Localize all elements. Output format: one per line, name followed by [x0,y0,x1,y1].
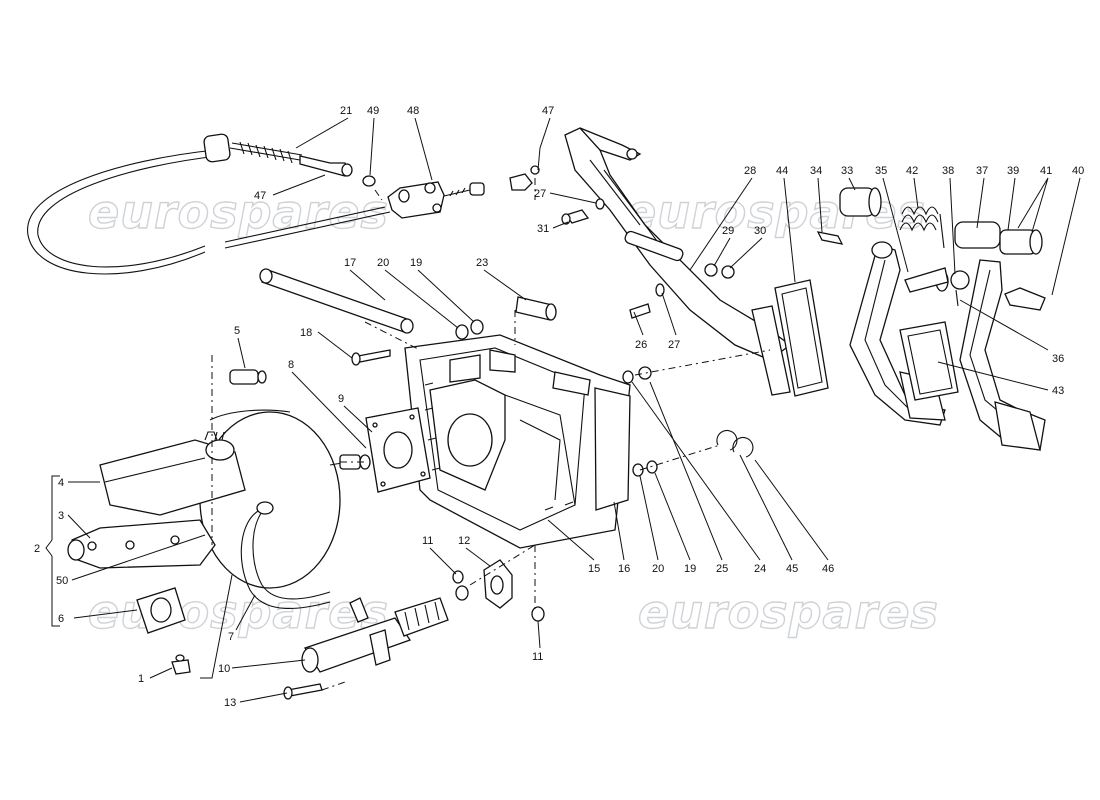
callout-3: 3 [58,510,64,522]
callout-41: 41 [1040,165,1052,177]
clutch-cable [27,133,391,275]
callout-13: 13 [224,697,236,709]
callout-12: 12 [458,535,470,547]
cable-flange [387,165,540,219]
callout-19-upper: 19 [410,257,422,269]
callout-40: 40 [1072,165,1084,177]
stop-light-switch [229,369,267,385]
callout-7: 7 [228,631,234,643]
brake-booster [199,409,371,589]
callout-50: 50 [56,575,68,587]
bolt-13 [283,683,323,700]
callout-35: 35 [875,165,887,177]
fluid-reservoir [99,431,246,516]
callout-24: 24 [754,563,766,575]
callout-42: 42 [906,165,918,177]
bolt-18 [351,349,391,366]
callout-20-lower: 20 [652,563,664,575]
watermark-top-right: eurospares [625,185,926,239]
callout-11-upper: 11 [422,535,433,547]
callout-21: 21 [340,105,352,117]
callout-29: 29 [722,225,734,237]
pedal-pad-44 [751,279,829,397]
washer-49 [362,175,376,187]
assembly-axis-lines [211,178,771,691]
leader-lines [45,117,1081,703]
callout-33: 33 [841,165,853,177]
master-cylinder [67,519,216,569]
callout-labels: 21 49 48 47 47 27 31 28 44 34 33 35 42 3… [34,105,1084,709]
callout-48: 48 [407,105,419,117]
pedal-box-bracket [404,334,631,549]
callout-46: 46 [822,563,834,575]
callout-47-top: 47 [542,105,554,117]
parts-layer [27,127,1046,700]
watermark-bottom-right: eurospares [638,585,939,639]
callout-31: 31 [537,223,549,235]
gasket-6 [136,587,186,634]
callout-6: 6 [58,613,64,625]
lower-fasteners [622,366,754,477]
callout-23: 23 [476,257,488,269]
callout-1: 1 [138,673,144,685]
callout-38: 38 [942,165,954,177]
callout-4: 4 [58,477,64,489]
gasket-12 [452,559,545,622]
vacuum-hose [240,501,331,609]
callout-19-lower: 19 [684,563,696,575]
callout-11-lower: 11 [532,651,543,663]
return-spring [899,206,945,249]
gasket-9 [365,407,431,493]
callout-34: 34 [810,165,822,177]
callout-8: 8 [288,359,294,371]
nuts-upper [455,319,484,340]
callout-28: 28 [744,165,756,177]
callout-27-lower: 27 [668,339,680,351]
callout-18: 18 [300,327,312,339]
callout-43: 43 [1052,385,1064,397]
callout-26: 26 [635,339,647,351]
callout-15: 15 [588,563,600,575]
pivot-shaft [259,268,414,334]
callout-9: 9 [338,393,344,405]
callout-16: 16 [618,563,630,575]
callout-37: 37 [976,165,988,177]
callout-36: 36 [1052,353,1064,365]
callout-30: 30 [754,225,766,237]
bushing-sleeve [515,296,557,321]
callout-39: 39 [1007,165,1019,177]
callout-10: 10 [218,663,230,675]
callout-47-cable: 47 [254,190,266,202]
callout-17: 17 [344,257,356,269]
callout-45: 45 [786,563,798,575]
callout-20-upper: 20 [377,257,389,269]
callout-2: 2 [34,543,40,555]
bleed-screw [171,654,191,675]
mounting-plate [594,387,631,511]
callout-27-upper: 27 [534,188,546,200]
watermark-bottom-left: eurospares [88,585,389,639]
callout-49: 49 [367,105,379,117]
clutch-pedal [899,221,1046,451]
callout-5: 5 [234,325,240,337]
slave-cylinder [301,585,469,673]
callout-44: 44 [776,165,788,177]
watermark-top-left: eurospares [88,185,389,239]
callout-25: 25 [716,563,728,575]
